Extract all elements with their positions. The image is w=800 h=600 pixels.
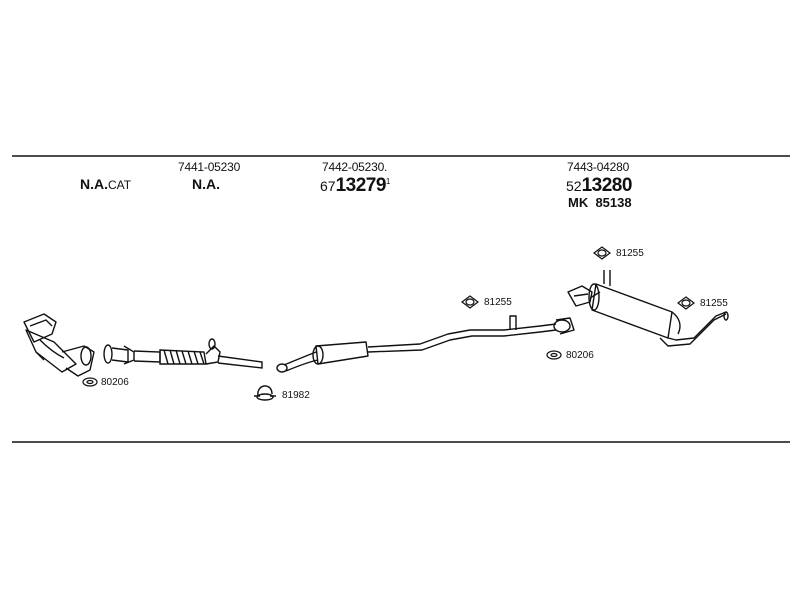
callout-81255-top: 81255 bbox=[616, 248, 644, 259]
group3-main-number: 13280 bbox=[581, 175, 633, 196]
gasket-ring-icon bbox=[82, 377, 98, 387]
group3-mk: MK 85138 bbox=[568, 196, 632, 209]
callout-80206-rear: 80206 bbox=[566, 350, 594, 361]
group3-prefix: 52 bbox=[566, 178, 582, 194]
flange-gasket-icon bbox=[461, 295, 479, 309]
callout-81982: 81982 bbox=[282, 390, 310, 401]
flange-gasket-icon bbox=[593, 246, 611, 260]
group1-label: N.A. bbox=[192, 176, 220, 192]
catalytic-converter-part bbox=[23, 313, 95, 377]
group2-code: 7442-05230. bbox=[322, 160, 388, 174]
group1-code: 7441-05230 bbox=[178, 160, 241, 174]
group2-number: 67132791 bbox=[320, 176, 390, 195]
group2-mark: 1 bbox=[385, 177, 391, 186]
callout-81255-right: 81255 bbox=[700, 298, 728, 309]
flange-gasket-icon bbox=[677, 296, 695, 310]
callout-81255-center: 81255 bbox=[484, 297, 512, 308]
rear-muffler-part bbox=[567, 270, 729, 347]
group3-mk-label: MK bbox=[568, 195, 589, 210]
na-cat-suffix: CAT bbox=[108, 178, 132, 192]
group2-prefix: 67 bbox=[320, 178, 336, 194]
center-silencer-part bbox=[276, 315, 575, 373]
front-pipe-part bbox=[103, 338, 263, 369]
na-cat-label: N.A.CAT bbox=[80, 177, 131, 191]
group3-number: 5213280 bbox=[566, 176, 632, 195]
group3-mk-number: 85138 bbox=[595, 195, 632, 210]
pipe-clamp-icon bbox=[254, 385, 276, 401]
gasket-ring-icon bbox=[546, 350, 562, 360]
group3-code: 7443-04280 bbox=[567, 160, 630, 174]
na-cat-main: N.A. bbox=[80, 176, 108, 192]
group2-main-number: 13279 bbox=[335, 175, 387, 196]
callout-80206-front: 80206 bbox=[101, 377, 129, 388]
